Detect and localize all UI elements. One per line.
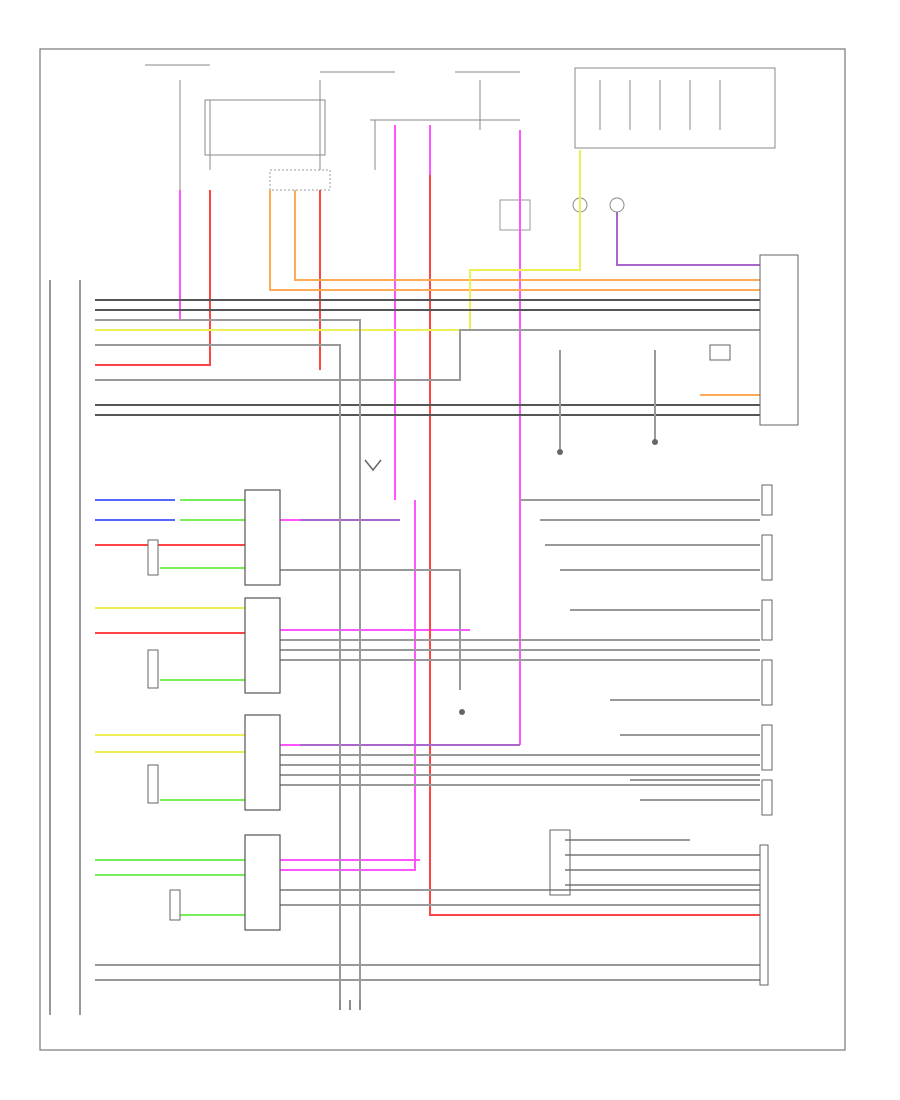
module-1 — [244, 489, 281, 586]
module-3 — [244, 714, 281, 811]
ground-connectors — [339, 439, 658, 1010]
diagram-frame — [39, 48, 846, 1051]
fuse-block — [145, 64, 776, 231]
purple-wires — [300, 212, 760, 746]
yellow-wires — [95, 150, 581, 753]
pink-wires — [179, 125, 521, 871]
orange-wires — [269, 190, 760, 396]
right-connectors — [549, 254, 799, 986]
module-4 — [244, 834, 281, 931]
left-sensors — [147, 539, 181, 921]
module-2 — [244, 597, 281, 694]
black-wires — [49, 280, 760, 1015]
green-wires — [95, 499, 245, 916]
blue-wires — [95, 499, 175, 521]
